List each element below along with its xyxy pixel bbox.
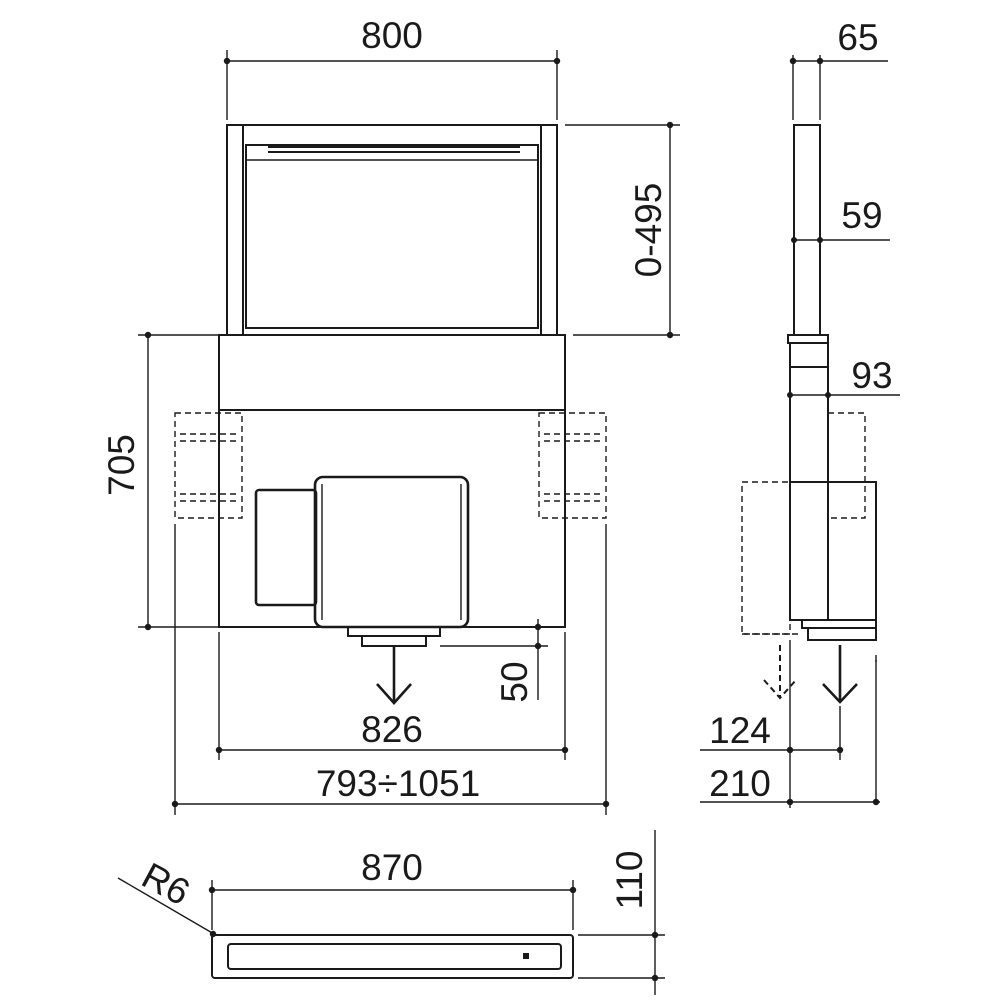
telescopic-panel: [226, 124, 558, 336]
fixing-bracket-right: [538, 412, 607, 519]
dim-outlet-offset: 50: [440, 619, 548, 703]
control-indicator: [523, 953, 529, 959]
fixing-bracket-left: [174, 412, 243, 519]
dim-label-793-1051: 793÷1051: [316, 763, 480, 804]
dim-corner-radius: R6: [117, 855, 217, 938]
side-view: 65 59 93: [700, 17, 900, 808]
dim-label-124: 124: [709, 710, 771, 751]
top-plan-outline: [211, 934, 574, 979]
front-view: 800 0-495: [101, 15, 680, 815]
dim-label-826: 826: [361, 709, 423, 750]
dim-height-body: 705: [101, 331, 219, 631]
dim-width-bottom: 826: [215, 632, 569, 760]
dim-stroke: 0-495: [565, 121, 680, 339]
dim-depth-top-view: 110: [578, 830, 665, 995]
airflow-arrow: [376, 646, 412, 705]
dim-label-0-495: 0-495: [628, 183, 669, 278]
dim-label-50: 50: [494, 661, 535, 702]
dim-label-59: 59: [841, 195, 882, 236]
dim-width-top-view: 870: [208, 847, 577, 930]
dim-side-offsets: 124 210: [700, 640, 880, 808]
side-body-profile: [741, 367, 877, 641]
hood-body: [218, 334, 566, 647]
side-panel-profile: 59: [791, 124, 890, 336]
dim-fixing-range: 793÷1051: [171, 524, 610, 815]
dim-width-top: 800: [223, 15, 561, 120]
dim-label-210: 210: [709, 763, 771, 804]
side-neck: 93: [787, 334, 900, 398]
dim-label-800: 800: [361, 15, 423, 56]
dim-label-705: 705: [101, 434, 142, 496]
side-airflow-arrow-dashed: [763, 645, 797, 700]
dim-label-65: 65: [837, 17, 878, 58]
side-airflow-arrow: [822, 645, 858, 704]
dim-label-110: 110: [609, 851, 650, 910]
dim-depth-top: 65: [789, 17, 888, 120]
dim-label-870: 870: [361, 847, 423, 888]
dim-label-93: 93: [851, 355, 892, 396]
top-view: 870 R6 110: [117, 830, 665, 995]
dim-label-r6: R6: [135, 855, 196, 913]
